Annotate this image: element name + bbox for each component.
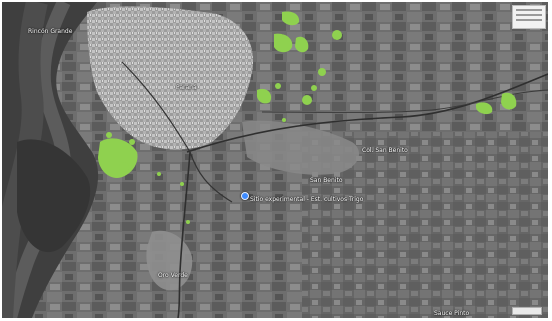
place-label-site: Sitio experimental - Est. cultivos Trigo xyxy=(250,196,364,203)
road-northeast xyxy=(186,73,548,153)
road-south xyxy=(177,151,191,318)
road-west xyxy=(121,61,233,203)
place-label-corner: Sauce Pinto xyxy=(434,310,470,317)
urban-area xyxy=(87,6,253,150)
green-patches xyxy=(98,11,517,224)
location-pin-icon[interactable] xyxy=(241,192,249,200)
legend-row xyxy=(516,9,542,11)
legend-panel-icon[interactable] xyxy=(512,5,546,29)
urban-east xyxy=(242,120,360,175)
legend-row xyxy=(516,19,542,21)
place-label-city: Paraná xyxy=(176,84,197,91)
place-label-south: Oro Verde xyxy=(158,272,188,279)
place-label-colonia: Col. San Benito xyxy=(362,147,408,154)
satellite-map[interactable]: Rincón Grande Paraná Col. San Benito San… xyxy=(2,2,548,318)
place-label-rincon: Rincón Grande xyxy=(28,28,73,35)
place-label-sanbenito: San Benito xyxy=(310,177,343,184)
wetland-lobe xyxy=(17,139,91,253)
scale-bar-icon xyxy=(512,307,542,315)
map-imagery xyxy=(2,2,548,318)
legend-row xyxy=(516,14,542,16)
urban-south xyxy=(146,230,193,291)
